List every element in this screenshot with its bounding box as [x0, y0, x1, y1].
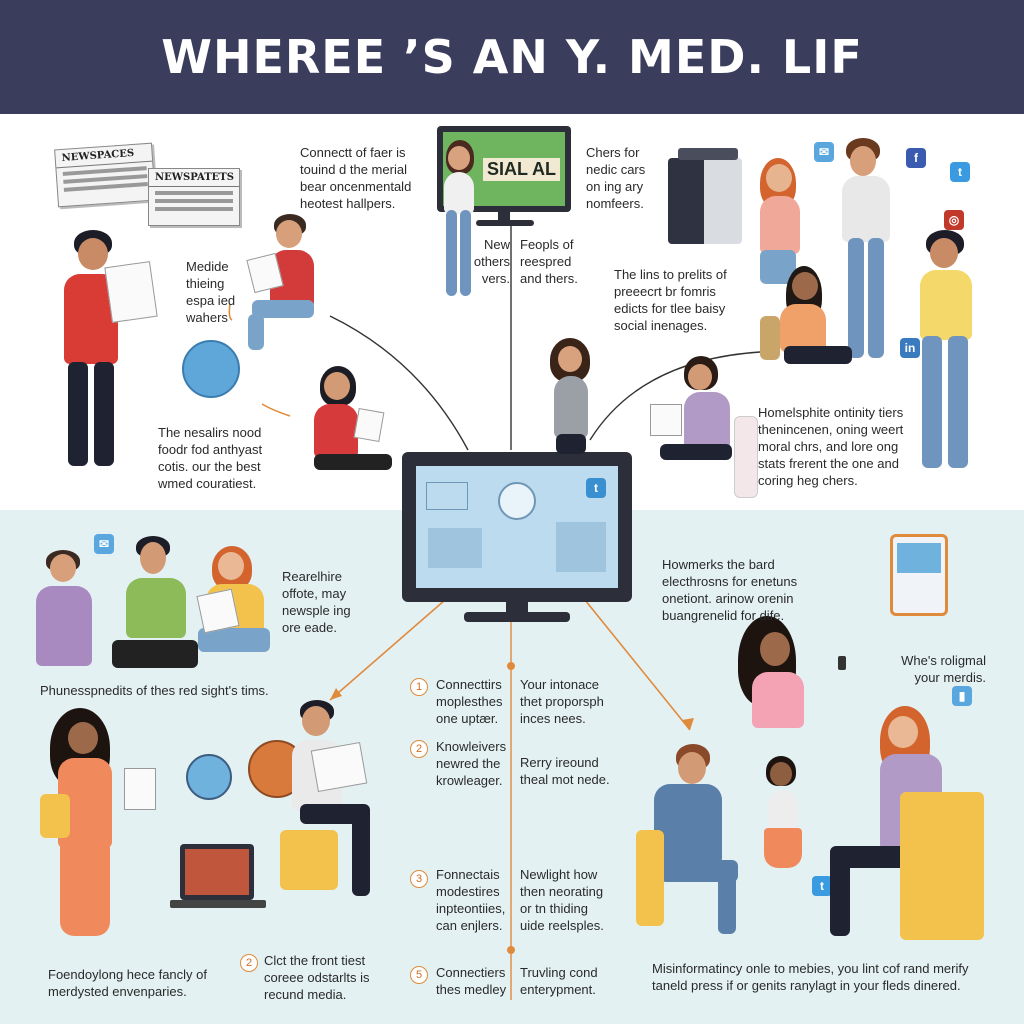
caption-text: Howmerks the bard electhrosns for enetun…: [662, 557, 798, 623]
page-title: WHEREE ’S AN Y. MED. LIF: [161, 30, 863, 84]
globe-icon: [186, 754, 232, 800]
step-left-text: Knowleivers newred the krowleager.: [436, 739, 507, 788]
group-people-phones: [750, 136, 980, 476]
caption-text: Clct the front tiest coreee odstarlts is…: [264, 953, 370, 1002]
caption-text: Foendoylong hece fancly of merdysted env…: [48, 967, 207, 999]
twitter-icon: t: [950, 162, 970, 182]
person-standing-phone: [440, 140, 480, 300]
caption-text: Feopls of reespred and thers.: [520, 237, 578, 286]
chat-icon: ✉: [814, 142, 834, 162]
newspaper-illustration: NEWSPACES: [54, 142, 156, 208]
monitor-screen-text: SIAL AL: [483, 158, 561, 181]
caption-text: Phunesspnedits of thes red sight's tims.: [40, 683, 269, 698]
tablet-illustration: [890, 534, 948, 616]
step-right-text: Your intonace thet proporsph inces nees.: [520, 677, 604, 726]
app-icon: [498, 482, 536, 520]
caption-text: Connectt of faer is touind d the merial …: [300, 145, 412, 211]
screen-widget: [556, 522, 606, 572]
newspaper-masthead: NEWSPACES: [55, 143, 153, 169]
globe-icon: [182, 340, 240, 398]
step-right-text: Rerry ireound theal mot nede.: [520, 755, 610, 787]
person-sitting-stool: [270, 700, 380, 910]
monitor-main-illustration: t: [402, 452, 632, 602]
chart-icon: ▮: [952, 686, 972, 706]
timeline-dot: [507, 662, 515, 670]
caption-text: Homelsphite ontinity tiers thenincenen, …: [758, 405, 904, 488]
step-left-text: Connectiers thes medley: [436, 965, 507, 997]
caption-text: Medide thieing espa ied wahers: [186, 259, 236, 325]
person-standing-orange: [40, 708, 180, 948]
step-number: 2: [410, 740, 428, 758]
group-people-discussion: [36, 536, 276, 676]
laptop-illustration: [180, 844, 254, 900]
computer-tower-illustration: [668, 148, 742, 244]
person-reading-newspaper: [56, 230, 158, 480]
newspaper-masthead: NEWSPATETS: [149, 169, 239, 187]
instagram-icon: ◎: [944, 210, 964, 230]
twitter-icon: t: [586, 478, 606, 498]
person-sitting-red: [300, 366, 400, 506]
person-sitting-reading: [246, 214, 338, 354]
laptop-base: [170, 900, 266, 908]
chat-icon: ✉: [94, 534, 114, 554]
twitter-icon: t: [812, 876, 832, 896]
monitor-base: [476, 220, 534, 226]
caption-text: Whe's roligmal your merdis.: [901, 653, 986, 685]
person-woman-chair: [830, 706, 990, 946]
person-man-hoodie: [636, 744, 746, 944]
screen-widget: [426, 482, 468, 510]
monitor-stand: [498, 212, 510, 222]
step-left-text: Fonnectais modestires inpteontiies, can …: [436, 867, 506, 933]
step-number: 3: [410, 870, 428, 888]
screen-widget: [428, 528, 482, 568]
caption-text: The nesalirs nood foodr fod anthyast cot…: [158, 425, 263, 491]
monitor-stand: [506, 602, 528, 614]
step-left-text: Connecttirs moplesthes one uptær.: [436, 677, 503, 726]
person-standing-gray: [546, 338, 596, 454]
timeline-dot: [507, 946, 515, 954]
caption-text: The lins to prelits of preeecrt br fomri…: [614, 267, 727, 333]
step-right-text: Truvling cond enterypment.: [520, 965, 598, 997]
caption-text: Misinformatincy onle to mebies, you lint…: [652, 961, 969, 993]
header-banner: WHEREE ’S AN Y. MED. LIF: [0, 0, 1024, 114]
facebook-icon: f: [906, 148, 926, 168]
step-right-text: Newlight how then neorating or tn thidin…: [520, 867, 604, 933]
step-number: 2: [240, 954, 258, 972]
caption-text: Chers for nedic cars on ing ary nomfeers…: [586, 145, 646, 211]
caption-text: Rearelhire offote, may newsple ing ore e…: [282, 569, 351, 635]
monitor-base: [464, 612, 570, 622]
step-number: 1: [410, 678, 428, 696]
step-number: 5: [410, 966, 428, 984]
child-with-phone: [758, 756, 808, 916]
person-woman-phone: [730, 616, 860, 736]
caption-text: New others vers.: [473, 237, 510, 286]
linkedin-icon: in: [900, 338, 920, 358]
person-sitting-chair: [650, 356, 760, 498]
newspaper-illustration: NEWSPATETS: [148, 168, 240, 226]
